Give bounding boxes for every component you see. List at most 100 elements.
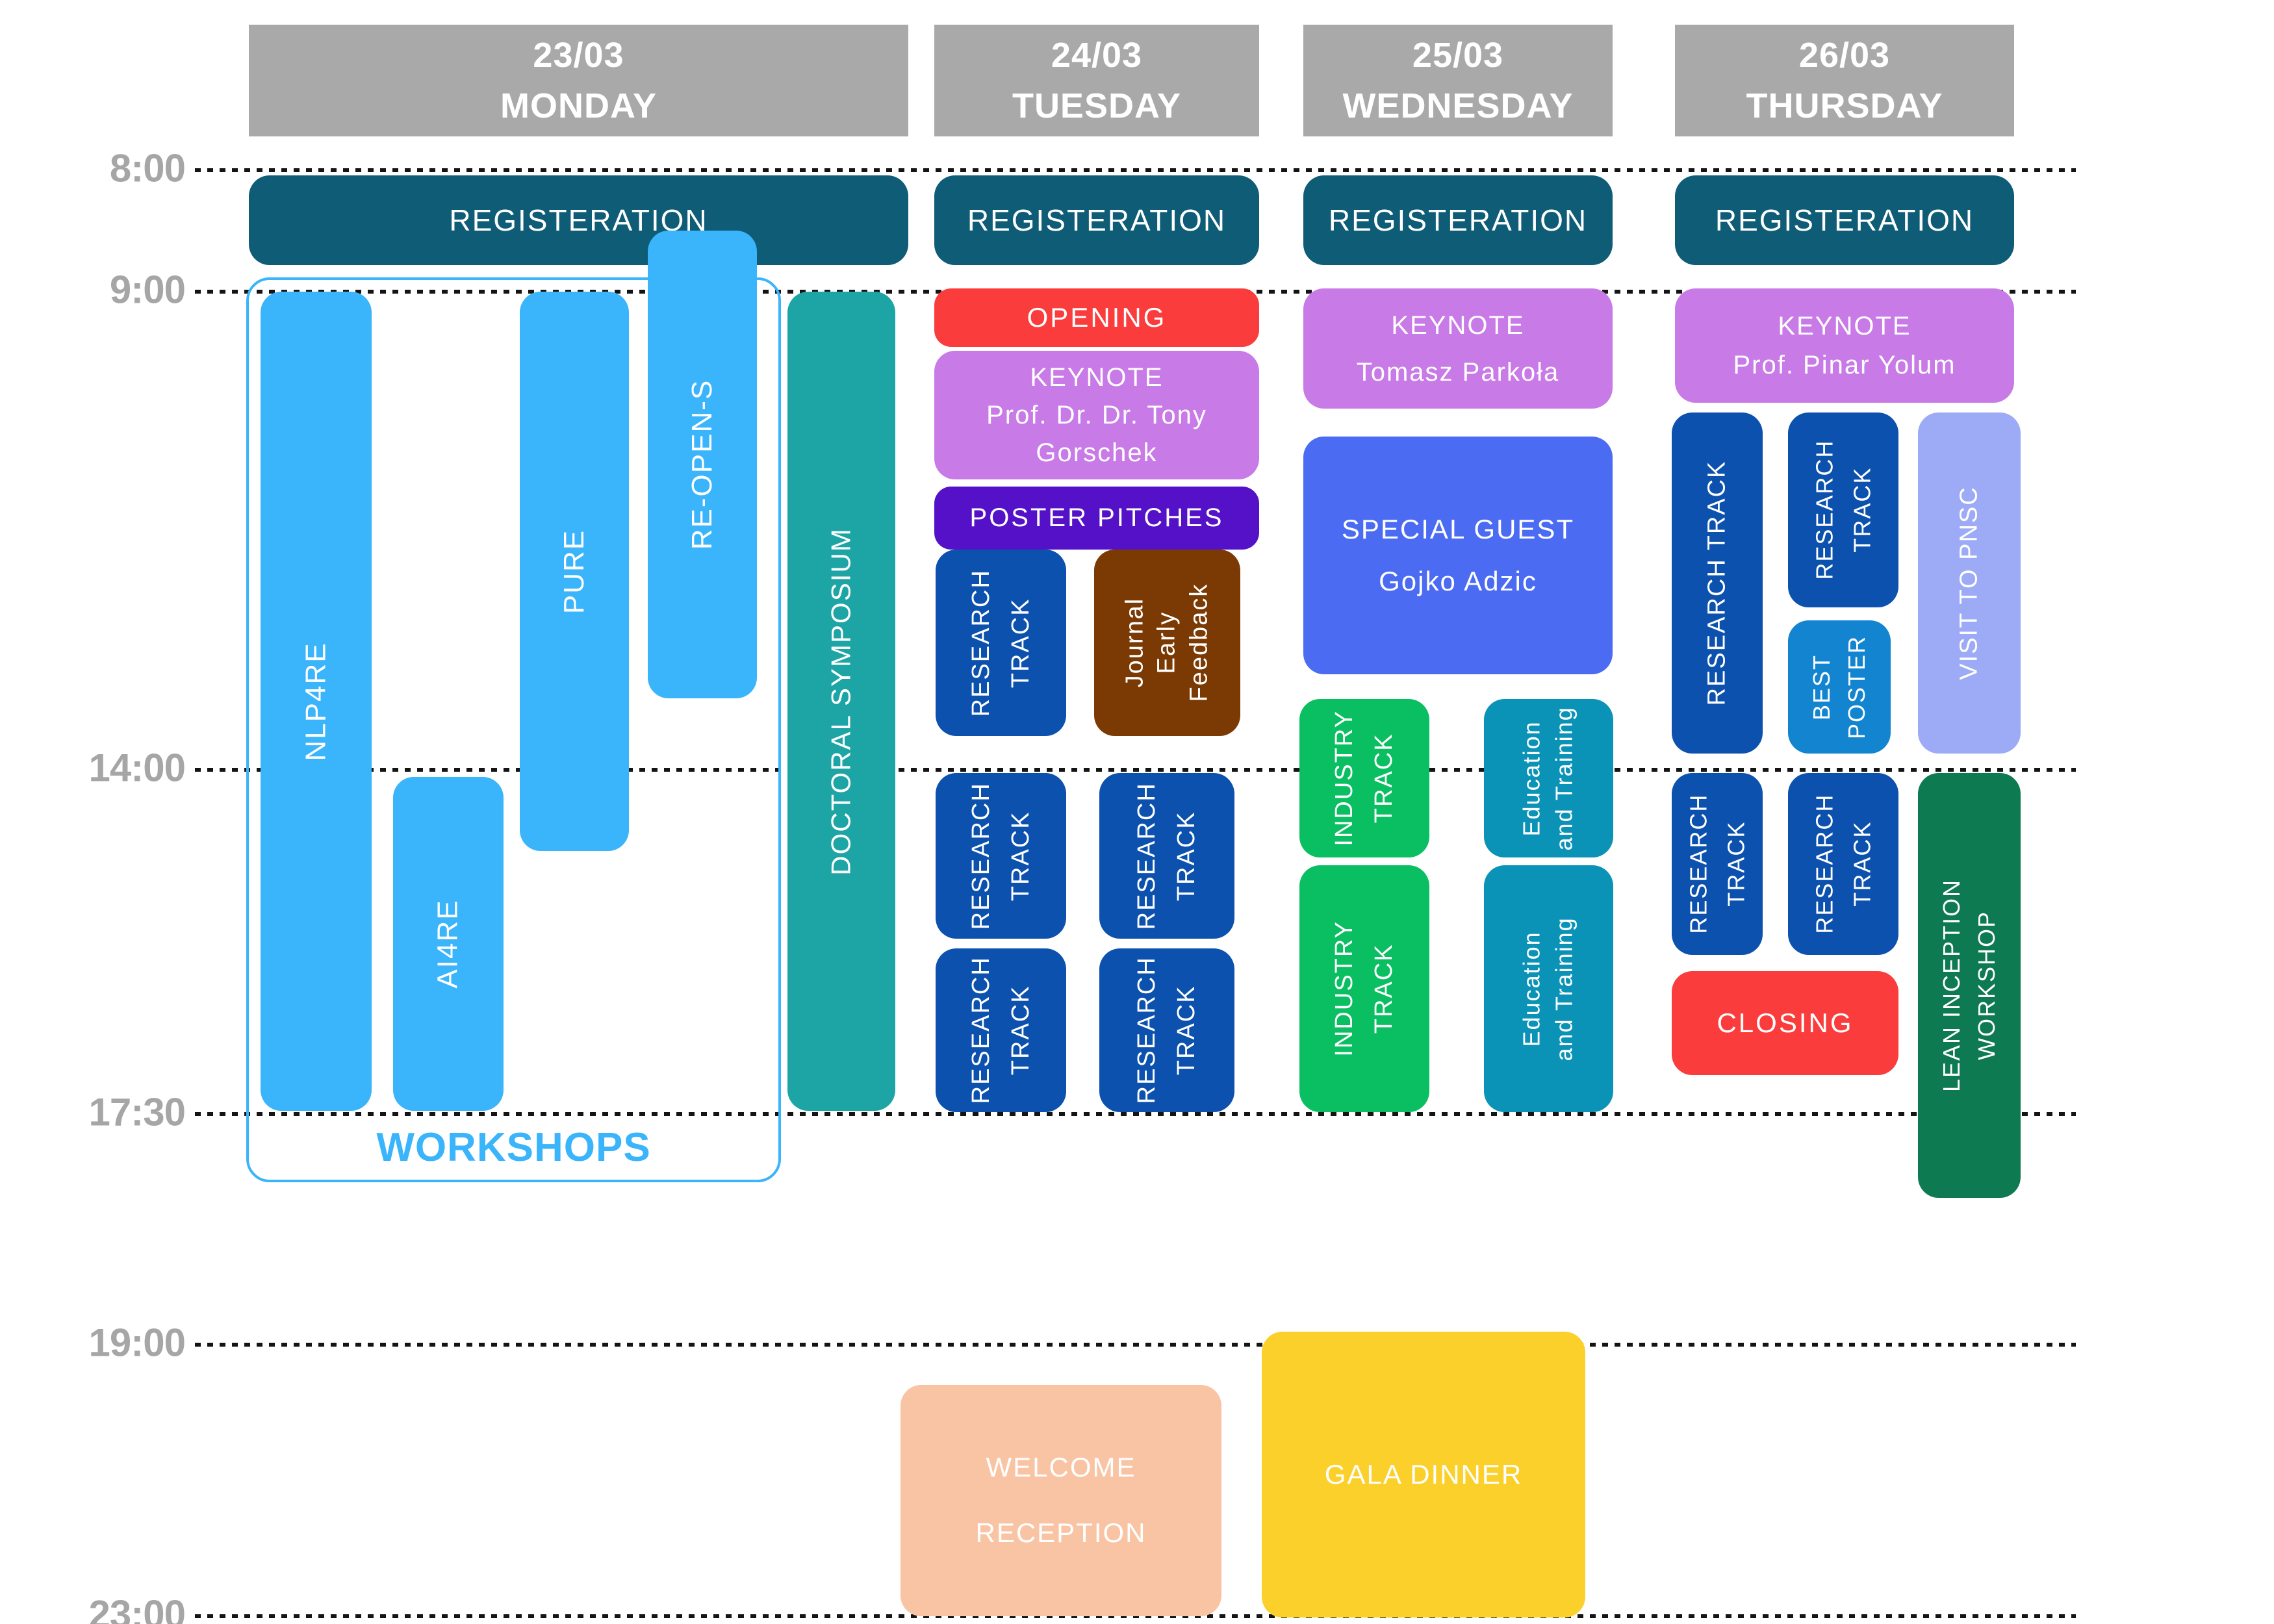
lean-inception-workshop: LEAN INCEPTION WORKSHOP [1918, 773, 2021, 1198]
day-header-date: 24/03 [1051, 35, 1143, 75]
industry-track: INDUSTRY TRACK [1299, 865, 1429, 1112]
day-header-date: 23/03 [533, 35, 624, 75]
event-label-line: RESEARCH [1685, 793, 1712, 935]
event-label-line: KEYNOTE [1391, 311, 1525, 340]
workshop-pure: PURE [520, 292, 629, 851]
time-label: 9:00 [109, 268, 186, 312]
workshops-group-outline: WORKSHOPS [246, 277, 781, 1182]
event-label-line: RESEARCH [1811, 439, 1838, 581]
registration-monday: REGISTERATION [249, 175, 908, 265]
registration-thursday: REGISTERATION [1675, 175, 2014, 265]
time-gridline [195, 1614, 2076, 1618]
event-label-line: CLOSING [1717, 1008, 1854, 1038]
workshops-group-label: WORKSHOPS [376, 1125, 651, 1170]
event-label-line: KEYNOTE [1030, 363, 1164, 392]
event-label-line: OPENING [1027, 302, 1167, 333]
time-label: 14:00 [88, 746, 186, 790]
time-label: 8:00 [109, 146, 186, 190]
research-track: RESEARCH TRACK [1672, 773, 1763, 955]
event-label-line: AI4RE [431, 899, 464, 989]
event-label-line: TRACK [1722, 820, 1750, 907]
event-label-line: REGISTERATION [1715, 203, 1974, 237]
research-track: RESEARCH TRACK [936, 948, 1066, 1112]
visit-to-pnsc: VISIT TO PNSC [1918, 412, 2021, 754]
research-track: RESEARCH TRACK [1788, 412, 1898, 607]
event-label-line: INDUSTRY [1331, 710, 1359, 846]
event-label-line: VISIT TO PNSC [1955, 486, 1983, 680]
day-header-date: 26/03 [1798, 35, 1891, 75]
day-header-name: WEDNESDAY [1342, 86, 1574, 125]
event-label-line: TRACK [1848, 466, 1876, 553]
closing: CLOSING [1672, 971, 1898, 1075]
event-label-line: Prof. Pinar Yolum [1733, 351, 1956, 379]
day-header-name: MONDAY [500, 86, 658, 125]
time-gridline [195, 1343, 2076, 1347]
event-label-line: RESEARCH [967, 568, 995, 717]
event-label-line: BEST [1808, 653, 1835, 720]
workshop-ai4re: AI4RE [393, 777, 504, 1111]
day-header-name: TUESDAY [1012, 86, 1182, 125]
registration-tuesday: REGISTERATION [934, 175, 1259, 265]
event-label-line: TRACK [1848, 820, 1876, 907]
event-label-line: WORKSHOP [1973, 911, 2000, 1061]
event-label-line: REGISTERATION [1328, 203, 1588, 237]
event-label-line: PURE [558, 529, 590, 614]
event-label-line: SPECIAL GUEST [1341, 514, 1575, 545]
event-label-line: Feedback [1185, 583, 1213, 702]
research-track: RESEARCH TRACK [1788, 773, 1898, 955]
event-label-line: RE-OPEN-S [686, 379, 719, 550]
event-label-line: DOCTORAL SYMPOSIUM [826, 527, 856, 876]
best-poster: BEST POSTER [1788, 620, 1891, 754]
event-label-line: Education [1518, 930, 1546, 1047]
time-label: 19:00 [88, 1321, 186, 1365]
research-track: RESEARCH TRACK [936, 550, 1066, 736]
day-header-name: THURSDAY [1746, 86, 1943, 125]
event-label-line: Early [1153, 611, 1181, 674]
event-label-line: Gorschek [1036, 438, 1158, 467]
time-gridline [195, 168, 2076, 172]
time-label: 17:30 [88, 1090, 186, 1134]
event-label-line: TRACK [1006, 598, 1034, 688]
time-gridline [195, 768, 2076, 772]
event-label-line: TRACK [1370, 943, 1398, 1034]
research-track: RESEARCH TRACK [1672, 412, 1763, 754]
time-label: 23:00 [88, 1592, 186, 1624]
event-label-line: GALA DINNER [1324, 1459, 1523, 1490]
event-label-line: REGISTERATION [967, 203, 1227, 237]
event-label-line: POSTER PITCHES [969, 503, 1224, 532]
event-label-line: RESEARCH [967, 781, 995, 930]
event-label-line: POSTER [1843, 635, 1870, 739]
event-label-line: Journal [1121, 598, 1149, 688]
event-label-line: TRACK [1173, 811, 1200, 901]
event-label-line: and Training [1551, 916, 1578, 1061]
event-label-line: Tomasz Parkoła [1356, 357, 1560, 387]
workshop-nlp4re: NLP4RE [261, 292, 372, 1111]
registration-wednesday: REGISTERATION [1303, 175, 1613, 265]
event-label-line: Gojko Adzic [1379, 566, 1537, 596]
event-label-line: NLP4RE [300, 641, 332, 761]
workshop-re-open-s: RE-OPEN-S [648, 231, 757, 698]
event-label-line: RESEARCH [967, 956, 995, 1104]
event-label-line: INDUSTRY [1331, 920, 1359, 1057]
gala-dinner: GALA DINNER [1262, 1332, 1585, 1618]
event-label-line: LEAN INCEPTION [1938, 878, 1965, 1093]
event-label-line: RESEARCH [1811, 793, 1838, 935]
special-guest-gojko-adzic: SPECIAL GUEST Gojko Adzic [1303, 437, 1613, 674]
day-header-date: 25/03 [1412, 35, 1504, 75]
keynote-tomasz-parkola: KEYNOTE Tomasz Parkoła [1303, 288, 1613, 409]
event-label-line: TRACK [1006, 985, 1034, 1076]
